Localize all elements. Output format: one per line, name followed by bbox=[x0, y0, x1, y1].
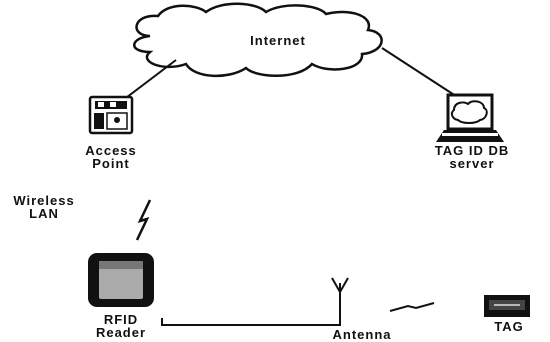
server-laptop-icon bbox=[436, 93, 504, 142]
antenna-icon bbox=[331, 277, 349, 300]
access-point-label-line1: Access bbox=[85, 143, 137, 158]
access-point-label-line2: Point bbox=[92, 156, 130, 171]
rfid-reader-label-line1: RFID bbox=[103, 312, 139, 327]
link-cloud-server bbox=[381, 47, 463, 101]
rfid-reader-icon bbox=[88, 253, 154, 307]
wireless-lan-label-line1: Wireless bbox=[13, 193, 75, 208]
tag-label: TAG bbox=[494, 319, 524, 334]
server-label-line2: server bbox=[449, 156, 495, 171]
internet-label: Internet bbox=[250, 33, 306, 48]
wireless-lan-label-line2: LAN bbox=[29, 206, 59, 221]
server-label-line1: TAG ID DB bbox=[434, 143, 510, 158]
reader-antenna-cable bbox=[161, 300, 341, 326]
access-point-icon bbox=[88, 95, 134, 135]
rfid-reader-label-line2: Reader bbox=[95, 325, 147, 340]
rfid-tag-icon bbox=[484, 295, 530, 317]
antenna-label: Antenna bbox=[332, 327, 392, 342]
rfid-signal-icon bbox=[389, 302, 435, 312]
wireless-lan-signal-icon bbox=[135, 199, 152, 241]
internet-cloud bbox=[133, 2, 383, 78]
